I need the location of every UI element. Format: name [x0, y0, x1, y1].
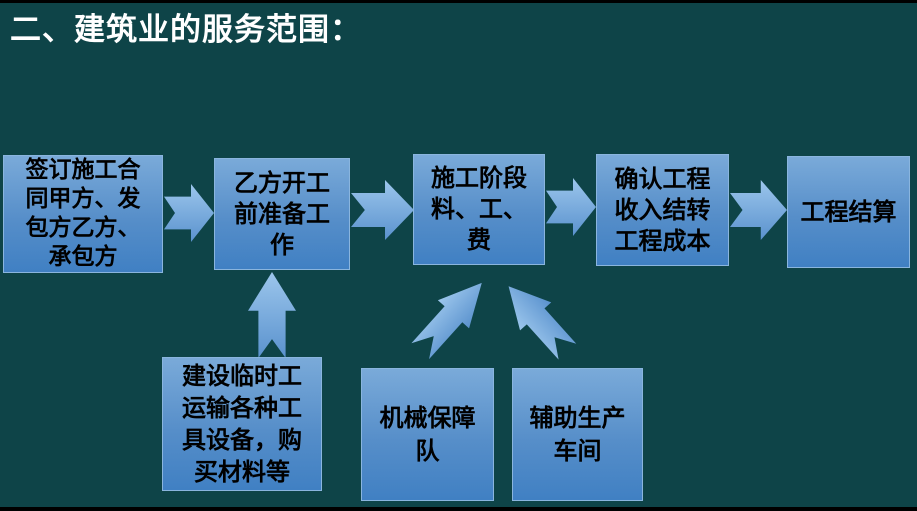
support-box-auxiliary-production-workshop: 辅助生产 车间 — [512, 368, 643, 501]
right-arrow-icon — [730, 180, 787, 240]
top-edge-bar — [0, 0, 917, 3]
support-box-temp-works-supplies: 建设临时工 运输各种工 具设备，购 买材料等 — [162, 357, 322, 491]
flow-box-sign-contract: 签订施工合 同甲方、发 包方乙方、 承包方 — [3, 155, 163, 273]
up-arrow-icon — [248, 272, 296, 358]
flow-box-construction-stage: 施工阶段 料、工、 费 — [413, 154, 545, 265]
bottom-edge-bar — [0, 507, 917, 511]
flow-box-pre-construction-prep: 乙方开工 前准备工 作 — [214, 158, 350, 270]
flow-box-confirm-revenue-cost: 确认工程 收入结转 工程成本 — [596, 154, 729, 266]
up-right-arrow-icon — [411, 282, 482, 360]
support-box-machinery-support-team: 机械保障 队 — [361, 368, 494, 501]
up-left-arrow-icon — [508, 286, 577, 360]
flow-box-project-settlement: 工程结算 — [787, 156, 910, 268]
right-arrow-icon — [164, 184, 214, 242]
right-arrow-icon — [546, 178, 596, 236]
right-arrow-icon — [351, 180, 414, 240]
slide-title: 二、建筑业的服务范围： — [10, 12, 362, 48]
